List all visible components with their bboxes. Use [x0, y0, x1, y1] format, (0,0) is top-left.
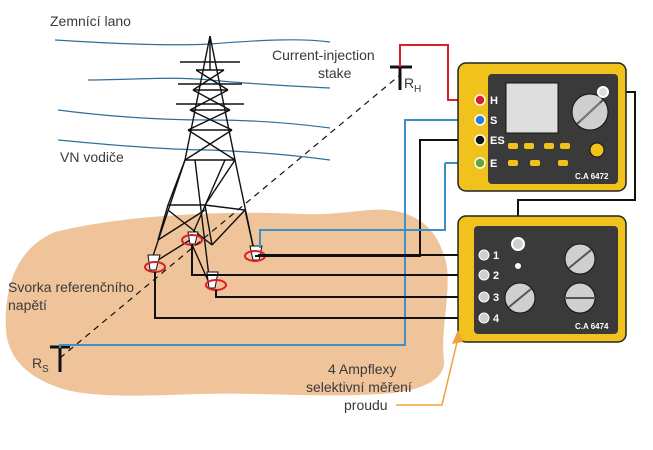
button-7[interactable]	[558, 160, 568, 166]
link-socket-bottom[interactable]	[511, 237, 525, 251]
transmission-tower	[149, 35, 256, 286]
terminal-h-jack[interactable]	[474, 94, 486, 106]
wire-s	[59, 119, 475, 348]
button-6[interactable]	[530, 160, 540, 166]
terminal-h-label: H	[490, 95, 498, 107]
label-ref-clamp-1: Svorka referenčního	[8, 279, 134, 295]
label-ampflex-1: 4 Ampflexy	[328, 361, 396, 377]
button-5[interactable]	[508, 160, 518, 166]
channel-1-label: 1	[493, 250, 499, 262]
instrument-ca6474: C.A 6474 1 2 3 4	[457, 215, 627, 343]
terminal-es-label: ES	[490, 135, 505, 147]
label-hv-conductors: VN vodiče	[60, 149, 124, 165]
instrument-ca6472: C.A 6472 H S ES E	[457, 62, 627, 192]
channel-1-jack[interactable]	[478, 249, 490, 261]
channel-2-jack[interactable]	[478, 269, 490, 281]
label-injection-stake-2: stake	[318, 65, 352, 81]
channel-4-label: 4	[493, 313, 500, 325]
channel-3-label: 3	[493, 292, 499, 304]
start-button[interactable]	[589, 142, 605, 158]
model-label-top: C.A 6472	[575, 172, 609, 181]
button-4[interactable]	[560, 143, 570, 149]
label-injection-stake-1: Current-injection	[272, 47, 375, 63]
stake-rs-sub: S	[42, 364, 49, 375]
button-1[interactable]	[508, 143, 518, 149]
wire-e	[259, 163, 446, 248]
label-ground-wire: Zemnící lano	[50, 13, 131, 29]
stake-rh-sub: H	[414, 84, 421, 95]
terminal-es-jack[interactable]	[474, 134, 486, 146]
indicator-dot	[515, 263, 521, 269]
wire-3	[215, 290, 478, 298]
label-ampflex-3: proudu	[344, 397, 388, 413]
label-ampflex-2: selektivní měření	[306, 379, 412, 395]
terminal-s-jack[interactable]	[474, 114, 486, 126]
channel-4-jack[interactable]	[478, 312, 490, 324]
model-label-bottom: C.A 6474	[575, 322, 609, 331]
link-socket-top[interactable]	[597, 86, 609, 98]
stake-rs-label: R	[32, 355, 42, 371]
ampflex-pointer	[396, 337, 459, 406]
label-ref-clamp-2: napětí	[8, 297, 47, 313]
terminal-e-jack[interactable]	[474, 157, 486, 169]
terminal-e-label: E	[490, 158, 497, 170]
button-2[interactable]	[524, 143, 534, 149]
terminal-s-label: S	[490, 115, 497, 127]
wire-h	[399, 44, 475, 101]
display-screen	[505, 82, 559, 134]
stake-rh: R H	[390, 65, 421, 95]
button-3[interactable]	[544, 143, 554, 149]
stake-rh-label: R	[404, 75, 414, 91]
wire-2	[191, 244, 478, 276]
ampflex-pointer-head	[452, 330, 463, 344]
channel-3-jack[interactable]	[478, 291, 490, 303]
dashed-line	[59, 74, 401, 359]
wire-4	[154, 272, 478, 319]
wires	[59, 44, 636, 348]
channel-2-label: 2	[493, 270, 499, 282]
